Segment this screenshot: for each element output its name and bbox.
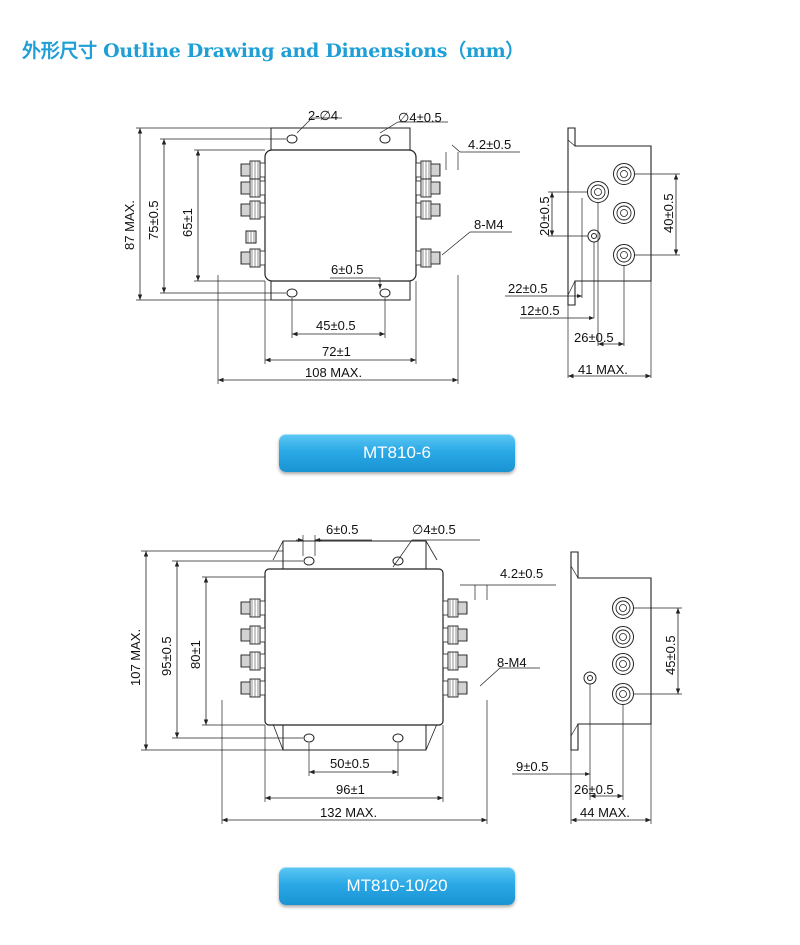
dim-side-40: 40±0.5 bbox=[661, 193, 676, 233]
mt810-6-dimension-labels: 2-∅4 ∅4±0.5 4.2±0.5 8-M4 87 MAX. 75±0.5 … bbox=[122, 108, 676, 380]
dim-side-45: 45±0.5 bbox=[663, 635, 678, 675]
dim-overall-height: 107 MAX. bbox=[128, 629, 143, 686]
dim-stud-pitch: 4.2±0.5 bbox=[468, 137, 511, 152]
dim-stud-pitch: 4.2±0.5 bbox=[500, 566, 543, 581]
dim-side-9: 9±0.5 bbox=[516, 759, 548, 774]
dim-side-26: 26±0.5 bbox=[574, 782, 614, 797]
dim-side-20: 20±0.5 bbox=[537, 196, 552, 236]
dim-side-depth: 41 MAX. bbox=[578, 362, 628, 377]
dim-overall-width: 132 MAX. bbox=[320, 805, 377, 820]
mt810-10-20-side-view bbox=[512, 551, 682, 824]
dim-hole-diameter: ∅4±0.5 bbox=[398, 110, 442, 125]
dim-body-height: 65±1 bbox=[180, 208, 195, 237]
dim-side-depth: 44 MAX. bbox=[580, 805, 630, 820]
dim-side-22: 22±0.5 bbox=[508, 281, 548, 296]
model-button-mt810-6[interactable]: MT810-6 bbox=[279, 434, 515, 472]
mt810-10-20-front-view bbox=[141, 535, 556, 824]
dim-hole-offset: 6±0.5 bbox=[331, 262, 363, 277]
dim-overall-height: 87 MAX. bbox=[122, 200, 137, 250]
mt810-10-20-dimension-labels: 6±0.5 ∅4±0.5 4.2±0.5 8-M4 107 MAX. 95±0.… bbox=[128, 522, 678, 820]
dim-hole-spacing: 45±0.5 bbox=[316, 318, 356, 333]
model-button-mt810-10-20[interactable]: MT810-10/20 bbox=[279, 867, 515, 905]
dim-terminals: 8-M4 bbox=[474, 217, 504, 232]
dim-hole-diameter: ∅4±0.5 bbox=[412, 522, 456, 537]
dim-terminals: 8-M4 bbox=[497, 655, 527, 670]
dim-overall-width: 108 MAX. bbox=[305, 365, 362, 380]
dim-side-26: 26±0.5 bbox=[574, 330, 614, 345]
dim-hole-spacing: 50±0.5 bbox=[330, 756, 370, 771]
mt810-6-front-view bbox=[136, 117, 520, 384]
dim-hole-height: 95±0.5 bbox=[159, 636, 174, 676]
dim-mount-holes: 2-∅4 bbox=[308, 108, 338, 123]
dim-body-width: 96±1 bbox=[336, 782, 365, 797]
dim-hole-height: 75±0.5 bbox=[146, 200, 161, 240]
dim-side-12: 12±0.5 bbox=[520, 303, 560, 318]
page-title: 外形尺寸 Outline Drawing and Dimensions（mm） bbox=[22, 40, 525, 62]
mt810-6-side-view bbox=[505, 127, 680, 379]
dim-body-width: 72±1 bbox=[322, 344, 351, 359]
dim-body-height: 80±1 bbox=[188, 640, 203, 669]
dim-hole-offset: 6±0.5 bbox=[326, 522, 358, 537]
